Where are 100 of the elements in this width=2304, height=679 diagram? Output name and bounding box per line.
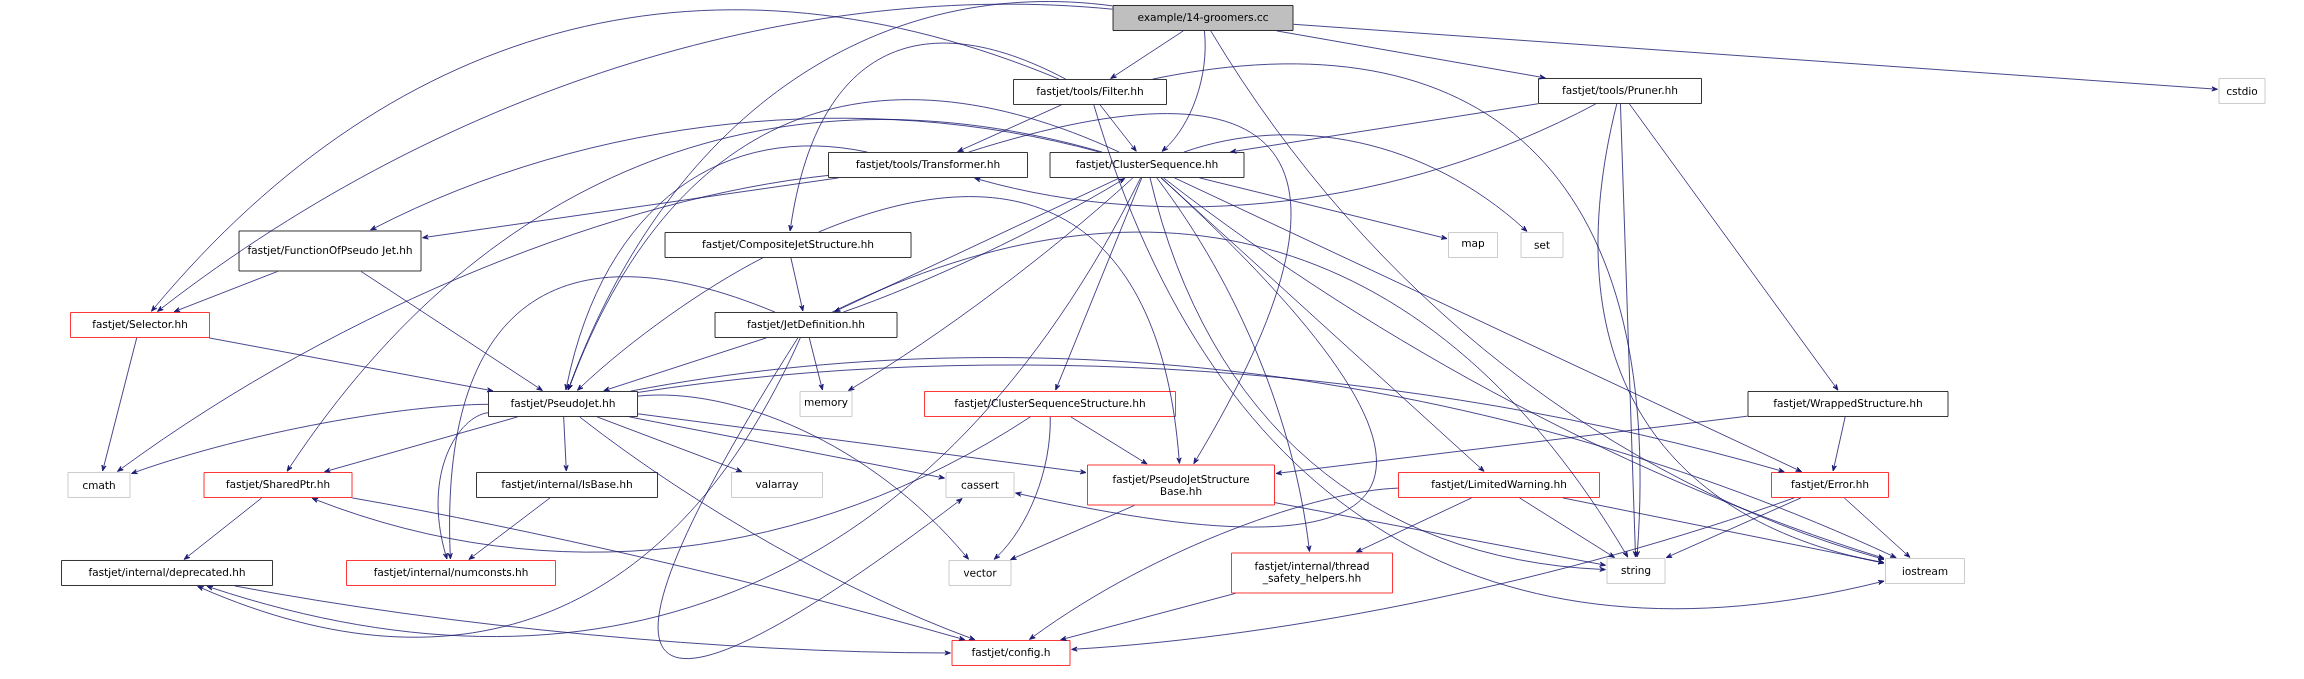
system-header-box: map — [1448, 232, 1498, 258]
header-box: fastjet/internal/numconsts.hh — [346, 560, 556, 586]
arrow — [1519, 497, 1615, 558]
arrow — [1029, 487, 1399, 640]
arrow — [173, 271, 279, 313]
arrow — [131, 403, 489, 474]
system-header-box: valarray — [731, 472, 823, 498]
header-box: fastjet/FunctionOfPseudo Jet.hh — [238, 230, 422, 272]
arrow — [630, 357, 1897, 558]
arrow — [596, 416, 743, 473]
system-header-box: cstdio — [2218, 78, 2266, 104]
arrow — [790, 257, 805, 312]
system-header-box: cassert — [945, 472, 1015, 498]
arrow — [968, 113, 1292, 464]
arrow — [818, 196, 1182, 464]
arrow — [468, 497, 551, 560]
arrow — [117, 175, 829, 472]
arrow — [831, 231, 1629, 558]
source-file-box: example/14-groomers.cc — [1112, 5, 1294, 31]
header-box: fastjet/Selector.hh — [70, 312, 210, 338]
arrow — [370, 117, 1101, 231]
arrow — [1163, 177, 1885, 560]
arrow — [1598, 103, 1885, 565]
arrow — [1183, 134, 1528, 232]
arrow — [1629, 103, 1839, 391]
arrow — [1149, 177, 1606, 572]
arrow — [360, 271, 543, 391]
header-box: fastjet/tools/Pruner.hh — [1538, 78, 1702, 104]
arrow — [579, 416, 976, 641]
arrow — [1070, 416, 1148, 465]
arrow — [1199, 177, 1448, 240]
arrow — [957, 104, 1062, 153]
arrow — [637, 394, 969, 560]
arrow — [974, 103, 1597, 208]
arrow — [637, 413, 1087, 475]
arrow — [1071, 497, 1795, 652]
arrow — [1210, 30, 1885, 561]
header-box: fastjet/JetDefinition.hh — [714, 312, 898, 338]
header-box: fastjet/config.h — [951, 640, 1071, 666]
arrow — [234, 585, 951, 656]
arrow — [1275, 415, 1748, 476]
arrow — [422, 177, 839, 240]
arrow — [577, 257, 764, 391]
arrow — [1156, 177, 1312, 552]
arrow — [1110, 30, 1184, 79]
arrow — [1060, 593, 1236, 641]
header-box: fastjet/internal/thread _safety_helpers.hh — [1231, 552, 1393, 594]
arrow — [437, 412, 489, 560]
arrow — [1161, 30, 1206, 152]
arrow — [1274, 502, 1606, 567]
arrow — [324, 416, 519, 473]
header-box: fastjet/ClusterSequence.hh — [1049, 152, 1245, 178]
arrow — [1620, 103, 1638, 558]
arrow — [311, 416, 1031, 553]
arrow — [1093, 104, 1885, 609]
arrow — [657, 337, 963, 659]
header-box: fastjet/PseudoJet.hh — [488, 391, 638, 417]
arrow — [1562, 497, 1885, 565]
arrow — [563, 416, 569, 472]
arrow — [101, 337, 138, 472]
arrow — [1230, 103, 1539, 154]
arrow — [1174, 177, 1802, 472]
arrow — [1010, 505, 1135, 561]
arrow — [1276, 30, 1546, 80]
arrow — [1152, 63, 1641, 558]
arrow — [1160, 177, 1485, 472]
header-box: fastjet/CompositeJetStructure.hh — [664, 232, 912, 258]
arrow — [788, 43, 1067, 232]
arrow — [183, 497, 263, 560]
header-box: fastjet/internal/deprecated.hh — [61, 560, 273, 586]
arrow — [1055, 177, 1143, 391]
header-box: fastjet/Error.hh — [1771, 472, 1889, 498]
arrow — [1355, 497, 1472, 553]
header-box: fastjet/WrappedStructure.hh — [1747, 391, 1949, 417]
header-box: fastjet/PseudoJetStructure Base.hh — [1087, 464, 1275, 506]
arrow — [808, 337, 824, 391]
arrow — [1843, 497, 1911, 558]
arrow — [1015, 177, 1377, 528]
header-box: fastjet/tools/Filter.hh — [1013, 79, 1167, 105]
arrow — [197, 337, 801, 637]
header-box: fastjet/ClusterSequenceStructure.hh — [924, 391, 1176, 417]
header-box: fastjet/LimitedWarning.hh — [1398, 472, 1600, 498]
arrow — [351, 497, 966, 641]
arrow — [603, 337, 767, 392]
arrow — [564, 145, 868, 391]
arrow — [567, 1, 1113, 391]
header-box: fastjet/SharedPtr.hh — [203, 472, 353, 498]
arrow — [628, 416, 945, 480]
system-header-box: vector — [948, 560, 1012, 586]
arrow — [1665, 497, 1802, 559]
system-header-box: memory — [799, 391, 853, 417]
arrow — [993, 416, 1051, 560]
arrow — [567, 99, 1120, 391]
arrow — [1293, 23, 2218, 92]
arrow — [286, 119, 1103, 472]
arrow — [848, 177, 1134, 391]
arrow — [1831, 416, 1846, 472]
header-box: fastjet/internal/IsBase.hh — [476, 472, 658, 498]
system-header-box: iostream — [1885, 558, 1965, 584]
arrow — [447, 276, 776, 560]
